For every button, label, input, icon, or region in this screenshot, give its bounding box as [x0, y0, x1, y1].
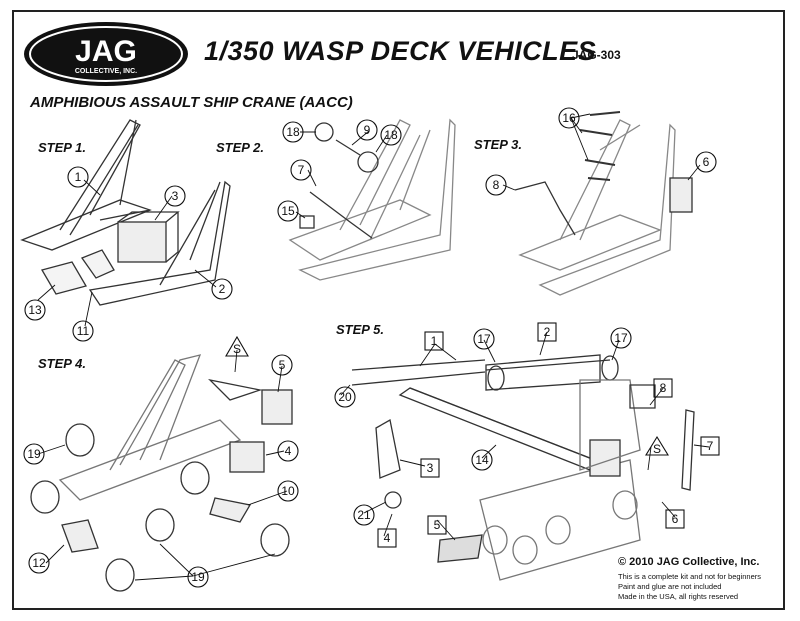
callout-label: 17	[614, 331, 628, 345]
callout-11	[72, 320, 94, 342]
callout-label: 11	[77, 324, 90, 338]
callout-label: 5	[279, 358, 286, 372]
callout-label: 21	[357, 508, 371, 522]
callout-label: 1	[75, 170, 82, 184]
callout-2	[211, 278, 233, 300]
step-5-label: STEP 5.	[336, 322, 384, 337]
callout-label: 19	[191, 570, 205, 584]
callout-label: 19	[27, 447, 41, 461]
callout-label: S	[233, 342, 241, 356]
instruction-sheet	[12, 10, 785, 610]
callout-label: 13	[28, 303, 42, 317]
footer-note: This is a complete kit and not for begin…	[618, 572, 761, 581]
callout-label: 17	[477, 332, 491, 346]
step1-frame-drawing	[20, 119, 231, 306]
callout-1	[67, 166, 89, 188]
jag-logo: JAG COLLECTIVE, INC.	[24, 22, 188, 86]
footer-note: Paint and glue are not included	[618, 582, 722, 591]
callout-3	[164, 185, 186, 207]
callout-label: 9	[364, 123, 371, 137]
callout-label: 2	[544, 325, 551, 339]
kit-code: JAG-303	[572, 48, 621, 62]
step3-frame-drawing	[514, 111, 693, 296]
step2-frame-drawing	[288, 118, 456, 281]
step-2-label: STEP 2.	[216, 140, 264, 155]
step-4-label: STEP 4.	[38, 356, 86, 371]
callout-label: 3	[427, 461, 434, 475]
callout-label: 8	[660, 381, 667, 395]
callout-label: 18	[286, 125, 300, 139]
callout-label: 6	[703, 155, 710, 169]
callout-label: 14	[475, 453, 489, 467]
callout-label: 12	[32, 556, 46, 570]
callout-label: 18	[384, 128, 398, 142]
section-subtitle: AMPHIBIOUS ASSAULT SHIP CRANE (AACC)	[30, 94, 353, 111]
logo-name: JAG	[75, 35, 137, 68]
callout-13	[24, 299, 46, 321]
callout-label: 1	[431, 334, 438, 348]
callout-label: 16	[562, 111, 576, 125]
page-title: 1/350 WASP DECK VEHICLES	[204, 36, 597, 66]
step-3-label: STEP 3.	[474, 137, 522, 152]
callout-label: 8	[493, 178, 500, 192]
callout-label: S	[653, 442, 661, 456]
callout-label: 15	[281, 204, 295, 218]
callout-label: 10	[281, 484, 295, 498]
callout-label: 7	[707, 439, 714, 453]
logo-sub: COLLECTIVE, INC.	[75, 68, 137, 75]
step-1-label: STEP 1.	[38, 140, 86, 155]
callout-label: 20	[338, 390, 352, 404]
callout-label: 7	[298, 163, 305, 177]
step4-vehicle-drawing	[30, 354, 293, 592]
step5-crane-drawing	[351, 354, 695, 581]
callout-label: 3	[172, 189, 179, 203]
footer-note: Made in the USA, all rights reserved	[618, 592, 739, 601]
callout-label: 4	[285, 444, 292, 458]
copyright: © 2010 JAG Collective, Inc.	[618, 556, 760, 568]
callout-label: 2	[219, 282, 226, 296]
callout-label: 4	[384, 531, 391, 545]
callout-label: 6	[672, 512, 679, 526]
callout-label: 5	[434, 518, 441, 532]
